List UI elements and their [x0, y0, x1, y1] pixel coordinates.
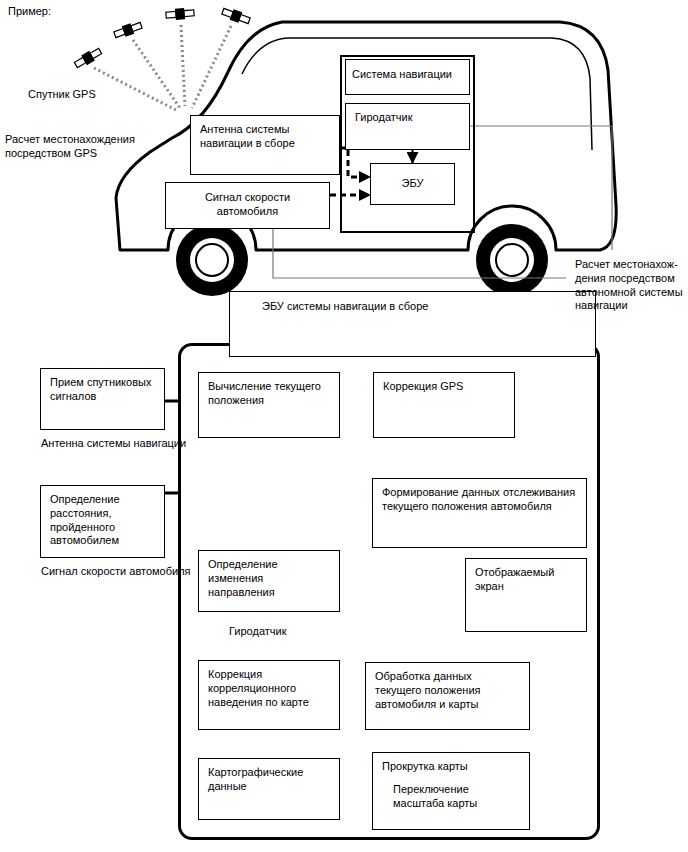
box-text: Обработка данных текущего положения авто… — [366, 663, 529, 718]
box-caption: Переключение масштаба карты — [373, 781, 529, 817]
ecu-assembly: ЭБУ системы навигации в сбореВычисление … — [178, 343, 600, 840]
box-text: Картографические данные — [199, 759, 339, 801]
note-label: Пример: — [8, 5, 88, 19]
box-text: Коррекция GPS — [374, 373, 514, 401]
process-box: Прокрутка картыПереключение масштаба кар… — [372, 752, 530, 830]
box-text: Вычисление текущего положения — [199, 373, 339, 415]
box-text: Система навигации — [345, 59, 470, 95]
signal-box: Сигнал скорости автомобиля — [165, 182, 330, 229]
process-box: Формирование данных отслеживания текущег… — [372, 478, 587, 548]
satellite-signals — [94, 25, 231, 110]
box-caption: Гиродатчик — [229, 625, 379, 639]
process-box: Коррекция GPS — [373, 372, 515, 438]
box-text: Антенна системы навигации в сборе — [191, 116, 339, 158]
process-box: Коррекция корреляционного наведения по к… — [198, 660, 340, 730]
box-caption: Сигнал скорости автомобиля — [41, 565, 191, 579]
ecu-box: ЭБУ — [370, 163, 455, 205]
input-box: Прием спутниковых сигналовАнтенна систем… — [40, 368, 165, 430]
box-caption: Антенна системы навигации — [41, 437, 191, 451]
sensor-box: Гиродатчик — [345, 103, 470, 150]
flow-arrow — [330, 194, 370, 197]
wheels — [176, 224, 548, 296]
box-text: Сигнал скорости автомобиля — [166, 183, 329, 226]
box-text: ЭБУ системы навигации в сборе — [229, 291, 596, 357]
car-body — [116, 22, 616, 250]
process-box: Картографические данные — [198, 758, 340, 820]
flow-arrow — [340, 148, 370, 177]
box-text: ЭБУ — [371, 164, 454, 198]
process-box: Определение изменения направленияГиродат… — [198, 550, 340, 612]
antenna-box: Антенна системы навигации в сборе — [190, 115, 340, 175]
box-text: Прием спутниковых сигналов — [41, 369, 164, 411]
flow-arrow — [412, 150, 414, 163]
box-text: Гиродатчик — [346, 104, 469, 132]
box-text: Определение расстояния, пройденного авто… — [41, 486, 164, 555]
box-text: Формирование данных отслеживания текущег… — [373, 479, 586, 521]
input-box: Определение расстояния, пройденного авто… — [40, 485, 165, 558]
process-box: Обработка данных текущего положения авто… — [365, 662, 530, 730]
process-box: Отображаемый экран — [465, 558, 587, 632]
box-text: Отображаемый экран — [466, 559, 586, 601]
note-label: Расчет местонахождения посредством GPS — [5, 133, 165, 161]
satellites — [73, 7, 250, 70]
system-box: Система навигацииГиродатчикЭБУ — [340, 55, 475, 233]
box-text: Определение изменения направления — [199, 551, 339, 606]
note-label: Расчет местонахож- дения посредством авт… — [575, 258, 687, 313]
box-text: Прокрутка карты — [373, 753, 529, 781]
note-label: Спутник GPS — [28, 88, 118, 102]
box-text: Коррекция корреляционного наведения по к… — [199, 661, 339, 716]
process-box: Вычисление текущего положения — [198, 372, 340, 438]
